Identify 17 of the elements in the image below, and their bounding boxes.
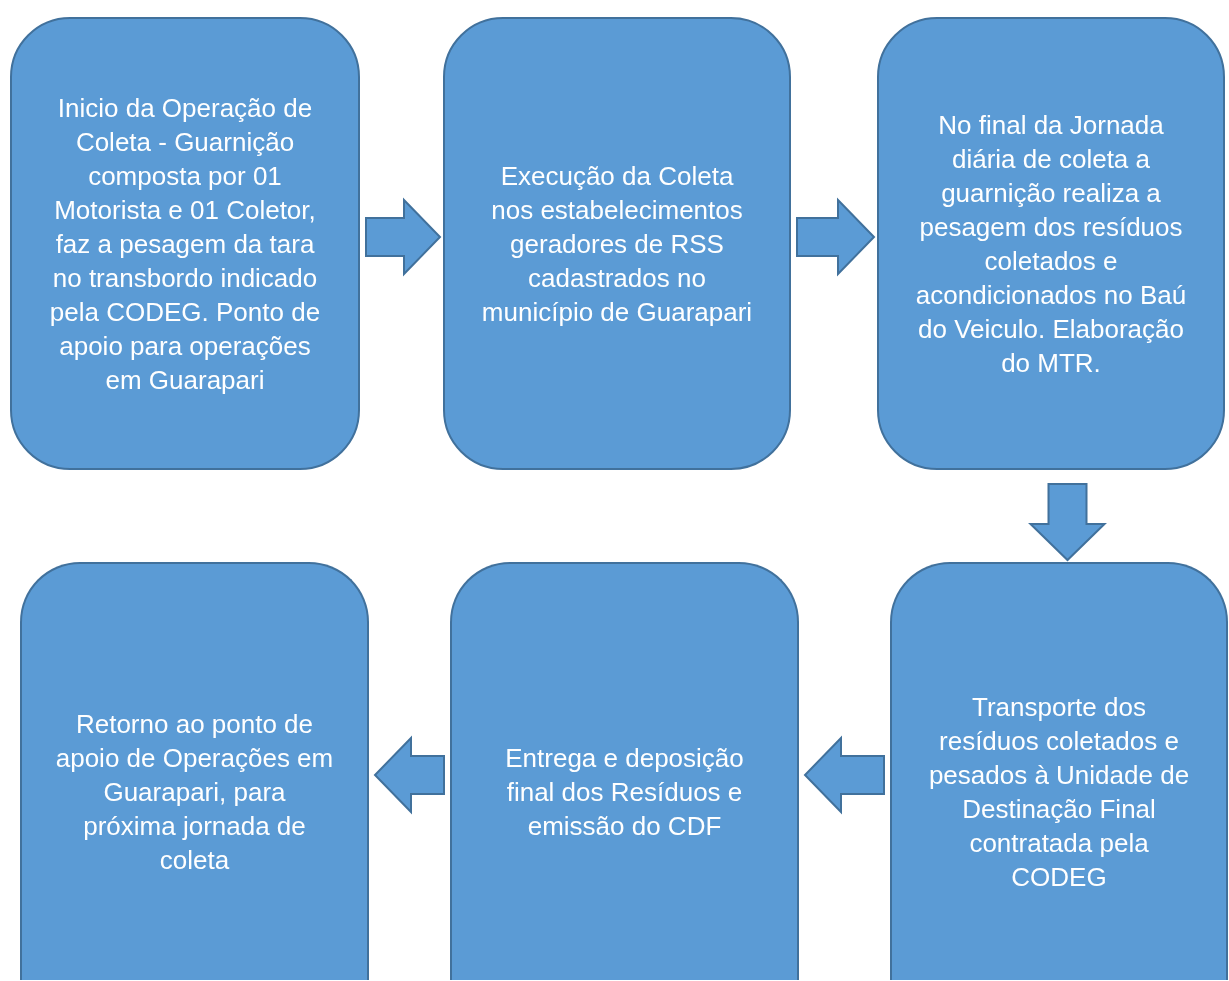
process-box: [890, 562, 1228, 980]
step-text: Transporte dos resíduos coletados e pesados à Unidade de Destinação Final contratada pela CODEG: [927, 691, 1191, 894]
process-box: [20, 562, 369, 980]
block-arrow: [796, 197, 876, 277]
block-arrow: [373, 735, 445, 815]
block-arrow: [365, 197, 442, 277]
process-box: [10, 17, 360, 470]
block-arrow: [803, 735, 885, 815]
step-text: Inicio da Operação de Coleta - Guarnição composta por 01 Motorista e 01 Coletor, faz a pesagem da tara no transbordo indicado pela CODEG. Ponto de apoio para operações em Guarapari: [48, 91, 322, 397]
process-box: [443, 17, 791, 470]
step-text: Retorno ao ponto de apoio de Operações em Guarapari, para próxima jornada de coleta: [54, 708, 335, 877]
step-text: Entrega e deposição final dos Resíduos e emissão do CDF: [504, 742, 745, 843]
process-box: [450, 562, 799, 980]
step-text: Execução da Coleta nos estabelecimentos geradores de RSS cadastrados no município de Guarapari: [480, 159, 754, 329]
step-text: No final da Jornada diária de coleta a guarnição realiza a pesagem dos resíduos coletados e acondicionados no Baú do Veiculo. Elaboração do MTR.: [914, 108, 1188, 380]
process-box: [877, 17, 1225, 470]
block-arrow: [1028, 483, 1107, 562]
